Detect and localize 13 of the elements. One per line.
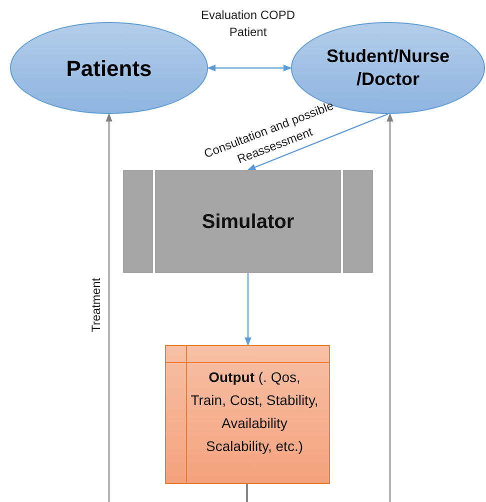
arrow [386,113,394,502]
node-label: Student/Nurse /Doctor [325,44,450,91]
simulator-box [123,170,373,273]
node-label: Output (. Qos, Train, Cost, Stability, Availability Scalability, etc.) [190,368,319,456]
node-label: Simulator [202,210,294,234]
output-box [165,345,330,484]
arrow [247,113,388,171]
arrow [207,64,292,72]
edge-label: Evaluation COPD Patient [200,7,296,41]
edge-label: Treatment [88,278,104,332]
arrow [106,113,112,502]
arrow [244,273,252,346]
node-label: Patients [66,54,152,82]
